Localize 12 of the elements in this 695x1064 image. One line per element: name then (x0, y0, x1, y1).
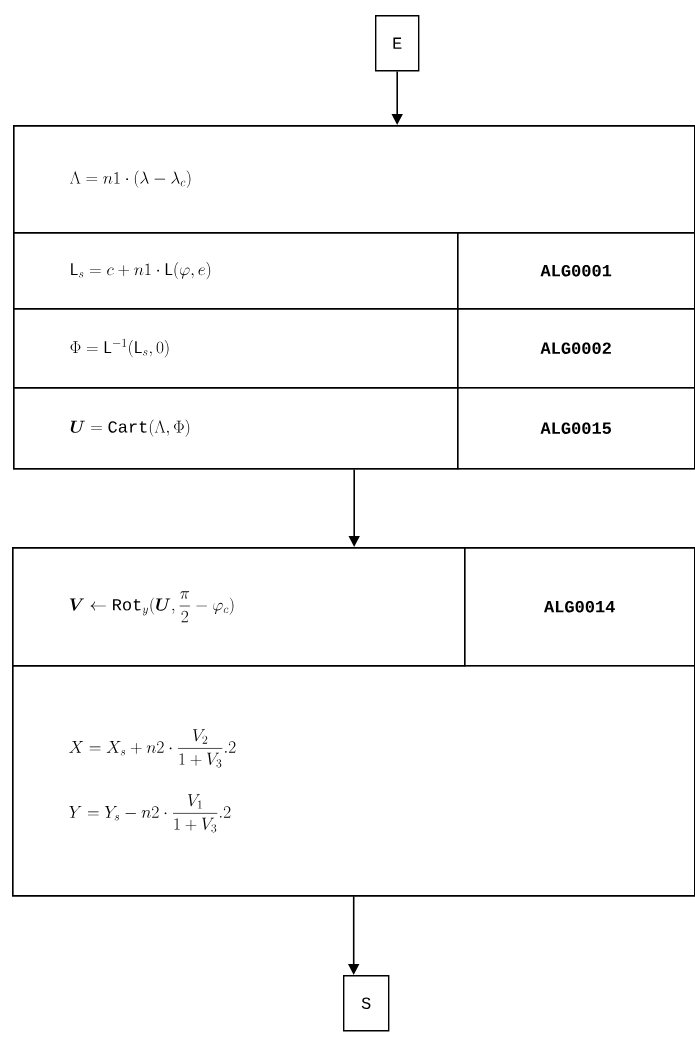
formula-cell: $\mathsf{L}_s = c + n1 \cdot \mathsf{L}( \varphi , e )$ (13, 232, 459, 310)
code-cell: ALG0002 (457, 308, 695, 389)
formula-cell: $X = X_s + n2 \cdot \frac{V_2}{1 + V_3} . 2$ $Y = Y_s - n2 \cdot \frac{V_1}{1 + V_3} . 2$ (12, 665, 695, 897)
code-cell: ALG0014 (464, 547, 695, 667)
code-cell: ALG0015 (457, 387, 695, 470)
formula-cell: $\Lambda = n1 \cdot ( \lambda - \lambda_c )$ (13, 125, 695, 234)
formula-cell: $\boldsymbol{V} \leftarrow \mathrm{Rot}_y ( \boldsymbol{U} , \frac{\pi}{2} - \varphi_c )$ (12, 547, 466, 667)
code-cell: ALG0001 (457, 232, 695, 310)
formula-cell: $\Phi = \mathsf{L}^{-1}( \mathsf{L}_s , 0 )$ (13, 308, 459, 389)
formula-cell: $\boldsymbol{U} = \mathrm{Cart}( \Lambda , \Phi )$ (13, 387, 459, 470)
terminal-box: S (343, 975, 390, 1032)
terminal-box: E (375, 15, 420, 72)
